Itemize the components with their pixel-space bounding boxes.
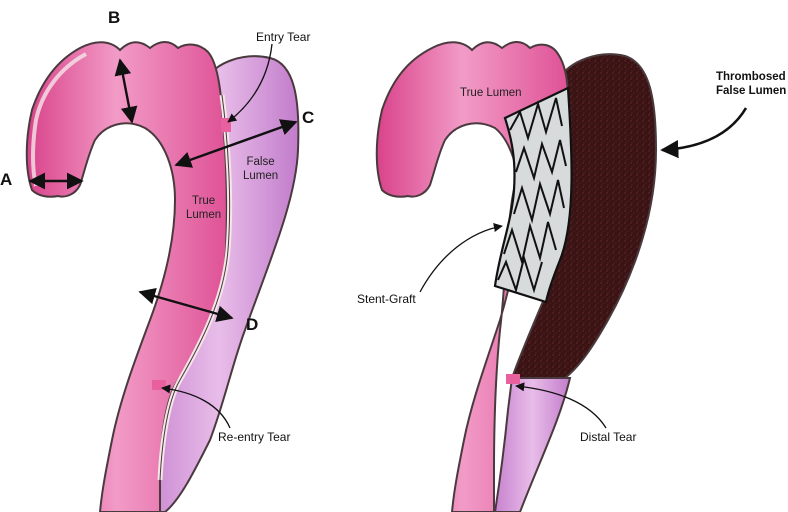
reentry-tear-label: Re-entry Tear <box>218 430 290 444</box>
stent-graft-label: Stent-Graft <box>357 292 416 306</box>
thrombosed-false-lumen-label: Thrombosed False Lumen <box>716 70 786 98</box>
stent-graft-leader <box>420 226 502 292</box>
thrombosed-arrow <box>662 108 746 150</box>
right-true-lumen-label: True Lumen <box>460 86 522 100</box>
false-lumen-label: False Lumen <box>243 155 278 183</box>
entry-tear-label: Entry Tear <box>256 30 310 44</box>
distal-tear-label: Distal Tear <box>580 430 636 444</box>
marker-b-label: B <box>108 8 120 28</box>
marker-a-label: A <box>0 170 12 190</box>
marker-c-label: C <box>302 108 314 128</box>
left-true-lumen-label: True Lumen <box>186 194 221 222</box>
right-lower-false-lumen <box>495 378 570 512</box>
right-distal-tear-gap <box>506 374 520 384</box>
marker-d-label: D <box>246 315 258 335</box>
